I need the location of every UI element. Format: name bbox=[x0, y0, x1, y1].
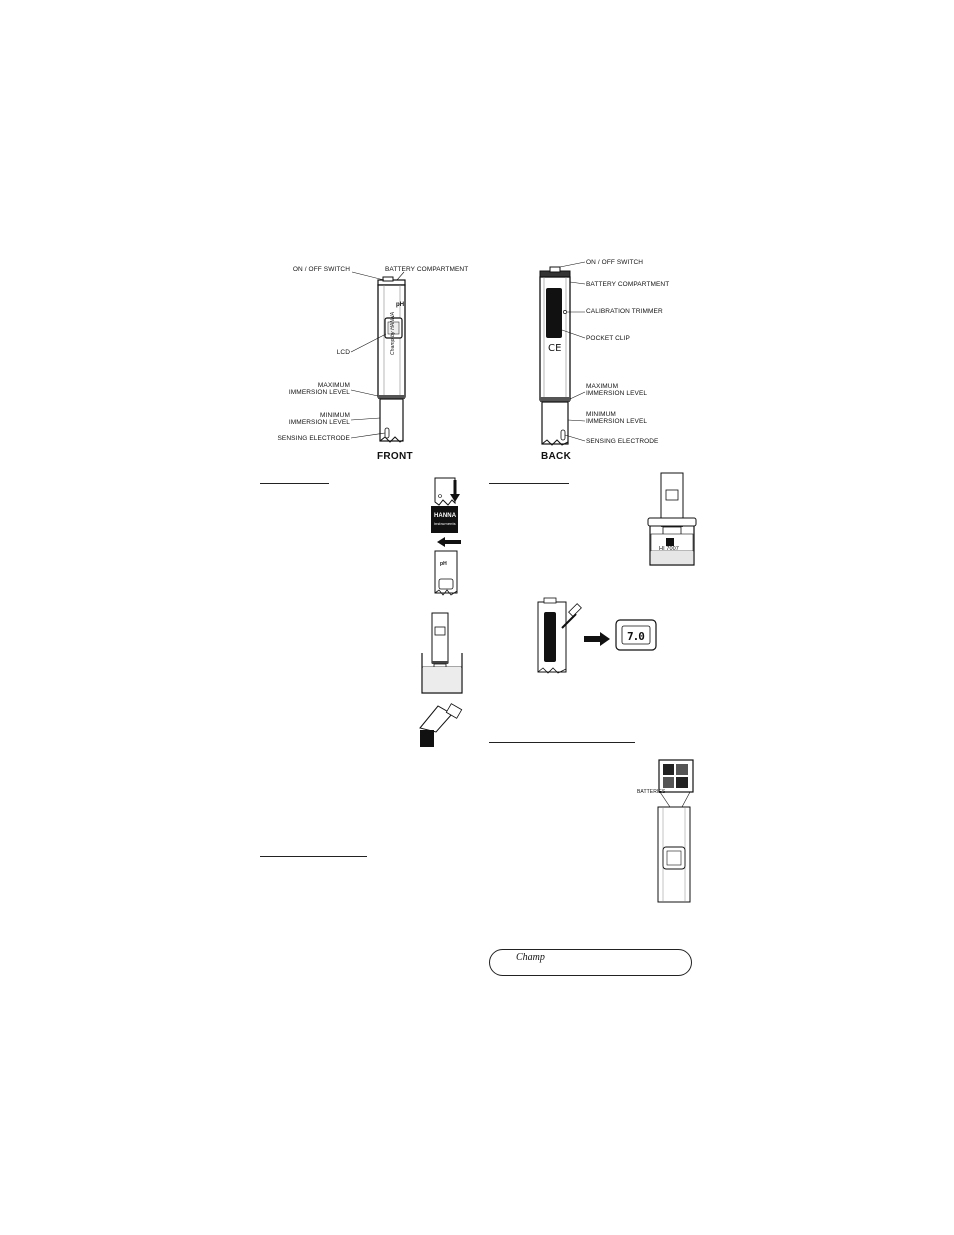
calibration-display-value: 7.0 bbox=[627, 630, 645, 643]
back-trimmer-label: CALIBRATION TRIMMER bbox=[586, 308, 663, 315]
front-lcd-label: LCD bbox=[336, 349, 350, 356]
section-rule-battery bbox=[489, 742, 635, 743]
buffer-label: HI 7007 bbox=[659, 546, 679, 552]
batteries-label: BATTERIES bbox=[637, 789, 666, 795]
step-remove-cap-illustration bbox=[431, 477, 460, 533]
front-battery-label: BATTERY COMPARTMENT bbox=[385, 266, 469, 273]
step-immerse-illustration bbox=[421, 612, 463, 694]
sachet-brand: HANNA bbox=[434, 513, 457, 519]
back-meter-illustration bbox=[539, 261, 586, 446]
front-meter-illustration bbox=[350, 271, 406, 443]
step-ph-mark: pH bbox=[440, 561, 447, 567]
back-on-off-label: ON / OFF SWITCH bbox=[586, 259, 644, 266]
ce-mark: CE bbox=[548, 343, 562, 354]
back-clip-label: POCKET CLIP bbox=[586, 335, 630, 342]
front-caption: FRONT bbox=[377, 451, 413, 462]
section-rule-maintenance bbox=[260, 856, 367, 857]
champ-footer-box: Champ bbox=[489, 949, 692, 976]
battery-replacement-illustration bbox=[657, 759, 694, 903]
calibration-trimmer-illustration bbox=[537, 597, 657, 674]
section-rule-operation bbox=[260, 483, 329, 484]
front-ph-mark: pH bbox=[396, 302, 405, 308]
back-caption: BACK bbox=[541, 451, 572, 462]
step-store-illustration bbox=[419, 703, 463, 747]
back-sensing-label: SENSING ELECTRODE bbox=[586, 438, 659, 445]
section-rule-calibration bbox=[489, 483, 569, 484]
step-switch-on-illustration bbox=[434, 537, 461, 596]
calibration-buffer-illustration bbox=[647, 472, 697, 566]
front-on-off-label: ON / OFF SWITCH bbox=[292, 266, 350, 273]
champ-wordmark: Champ bbox=[516, 952, 545, 963]
sachet-brand-sub: instruments bbox=[434, 521, 456, 526]
front-sensing-label: SENSING ELECTRODE bbox=[277, 435, 350, 442]
back-battery-label: BATTERY COMPARTMENT bbox=[586, 281, 670, 288]
